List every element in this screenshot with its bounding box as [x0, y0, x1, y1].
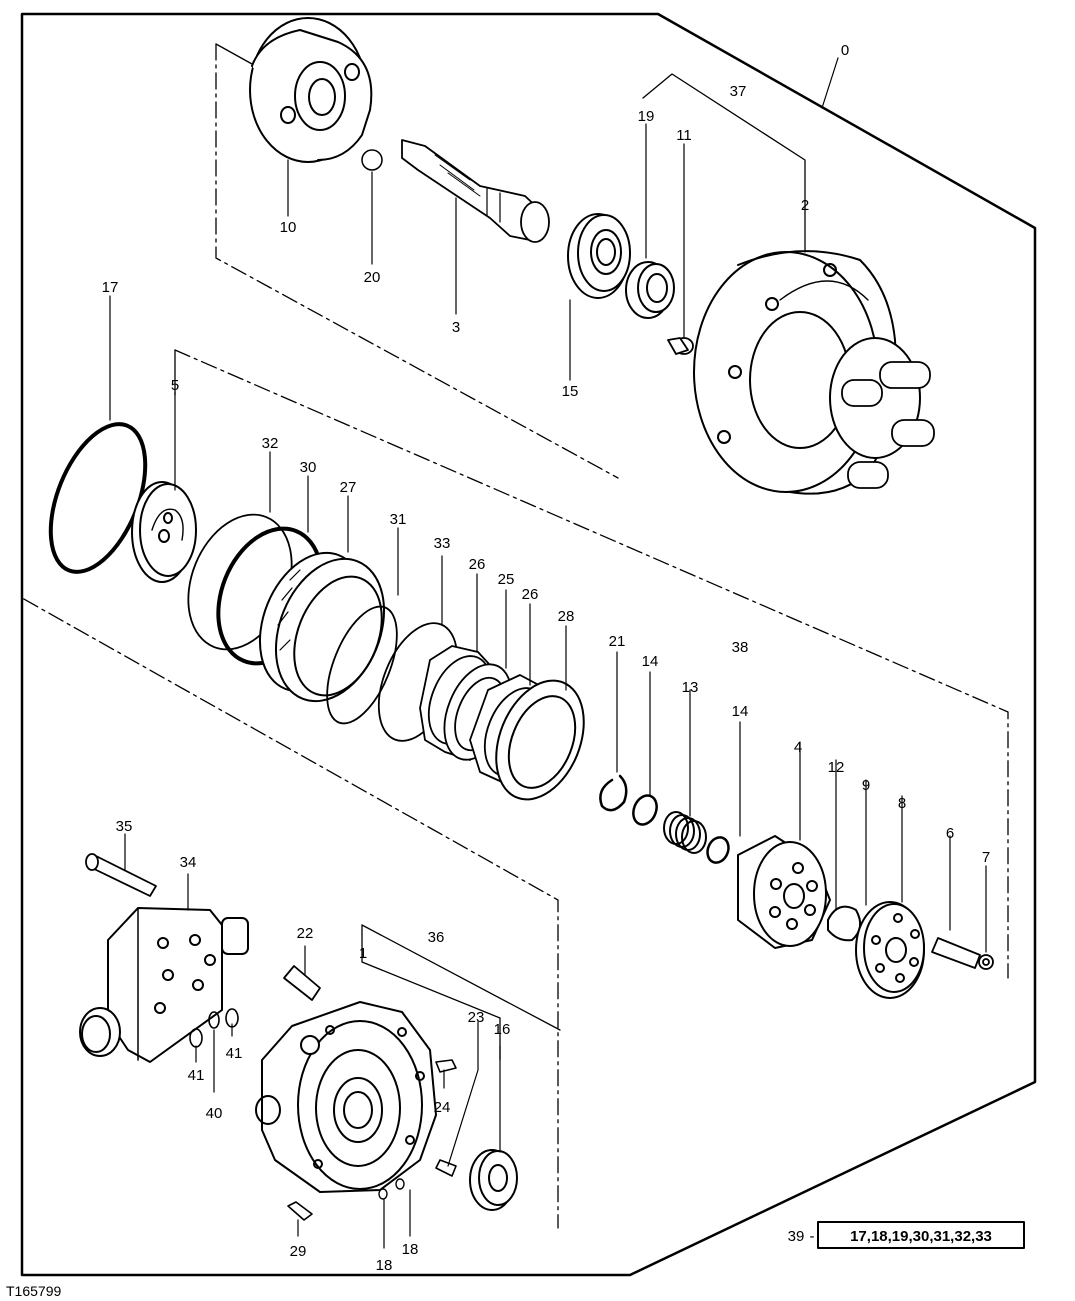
- end-cap-part: [249, 17, 373, 163]
- shaft-part: [401, 139, 550, 243]
- bearing-part: [567, 213, 631, 299]
- callout-40: 40: [206, 1105, 223, 1122]
- washer-part-a: [632, 794, 658, 826]
- spring-part: [663, 811, 707, 854]
- kit-box: [817, 1221, 1025, 1249]
- callout-20: 20: [364, 269, 381, 286]
- callout-15: 15: [562, 383, 579, 400]
- callout-18: 18: [376, 1257, 393, 1274]
- plug-part-29: [287, 1201, 313, 1221]
- callout-36: 36: [428, 929, 445, 946]
- callout-34: 34: [180, 854, 197, 871]
- callout-18: 18: [402, 1241, 419, 1258]
- callout-32: 32: [262, 435, 279, 452]
- callout-26: 26: [522, 586, 539, 603]
- callout-24: 24: [434, 1099, 451, 1116]
- kit-number: 39: [788, 1228, 805, 1245]
- figure-id: T165799: [6, 1283, 62, 1299]
- o-ring-part-40: [208, 1011, 220, 1029]
- assembly-frame: [20, 12, 1037, 1277]
- callout-22: 22: [297, 925, 314, 942]
- o-ring-part-41b: [189, 1028, 203, 1048]
- pin-part-23: [435, 1159, 457, 1177]
- callout-41: 41: [226, 1045, 243, 1062]
- callout-4: 4: [794, 739, 802, 756]
- callout-labels: 0 37 19 11 2 10 20 3 15 17 5 32 30 27 31…: [102, 42, 992, 1274]
- callout-10: 10: [280, 219, 297, 236]
- retainer-plate-part: [855, 901, 925, 999]
- ring-part-31: [326, 605, 398, 725]
- group-bracket-left: [21, 454, 559, 1229]
- callout-2: 2: [801, 197, 809, 214]
- callout-38: 38: [732, 639, 749, 656]
- callout-5: 5: [171, 377, 179, 394]
- ball-guide-part: [827, 905, 862, 942]
- callout-23: 23: [468, 1009, 485, 1026]
- cylinder-block-part: [737, 835, 831, 949]
- group-bracket-top: [215, 43, 619, 479]
- callout-7: 7: [982, 849, 990, 866]
- callout-30: 30: [300, 459, 317, 476]
- callout-17: 17: [102, 279, 119, 296]
- callout-27: 27: [340, 479, 357, 496]
- callout-16: 16: [494, 1021, 511, 1038]
- rear-cover-part: [255, 1001, 437, 1193]
- callout-21: 21: [609, 633, 626, 650]
- callout-33: 33: [434, 535, 451, 552]
- plate-part-28: [495, 679, 585, 801]
- callout-14: 14: [642, 653, 659, 670]
- ball-part: [361, 149, 383, 171]
- callout-6: 6: [946, 825, 954, 842]
- brake-piston-part: [258, 551, 386, 703]
- valve-block-part: [79, 907, 249, 1063]
- pin-part-24: [435, 1059, 457, 1073]
- washer-part-b: [706, 836, 730, 864]
- piston-part: [931, 937, 994, 970]
- callout-11: 11: [676, 127, 692, 144]
- callout-25: 25: [498, 571, 515, 588]
- callout-35: 35: [116, 818, 133, 835]
- callout-19: 19: [638, 108, 655, 125]
- callout-3: 3: [452, 319, 460, 336]
- kit-contents: 17,18,19,30,31,32,33: [850, 1228, 992, 1245]
- group-bracket-middle: [174, 349, 1009, 979]
- callout-28: 28: [558, 608, 575, 625]
- plug-part-22: [283, 965, 321, 1001]
- callout-13: 13: [682, 679, 699, 696]
- callout-29: 29: [290, 1243, 307, 1260]
- leader-lines: [109, 57, 987, 1249]
- callout-12: 12: [828, 759, 845, 776]
- plug-part: [667, 337, 694, 355]
- callout-26: 26: [469, 556, 486, 573]
- callout-14: 14: [732, 703, 749, 720]
- callout-41: 41: [188, 1067, 205, 1084]
- seal-part: [625, 261, 675, 319]
- o-ring-part-18b: [395, 1178, 405, 1190]
- callout-9: 9: [862, 777, 870, 794]
- callout-1: 1: [359, 945, 367, 962]
- callout-8: 8: [898, 795, 906, 812]
- callout-0: 0: [841, 42, 849, 59]
- callout-31: 31: [390, 511, 407, 528]
- o-ring-part-18a: [378, 1188, 388, 1200]
- svg-text:-: -: [810, 1228, 815, 1245]
- snap-ring-part: [599, 774, 628, 812]
- bolt-part-35: [85, 853, 157, 897]
- callout-37: 37: [730, 83, 747, 100]
- housing-part: [693, 250, 935, 495]
- valve-plate-part: [131, 481, 197, 583]
- bearing-part-16: [469, 1149, 518, 1211]
